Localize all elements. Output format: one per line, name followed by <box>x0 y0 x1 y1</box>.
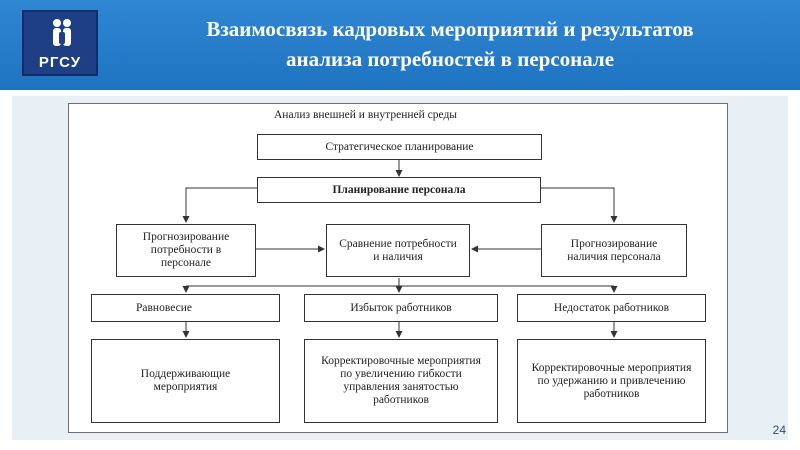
header-bar: РГСУ Взаимосвязь кадровых мероприятий и … <box>0 0 800 90</box>
slide-title: Взаимосвязь кадровых мероприятий и резул… <box>120 14 780 74</box>
arrow-planning-to-forecast-supply <box>541 187 618 223</box>
surplus-corrective-box: Корректировочные мероприятия по увеличен… <box>304 339 498 423</box>
arrow-planning-to-forecast-need <box>182 187 257 223</box>
forecast-supply-box: Прогнозирование наличия персонала <box>541 224 687 277</box>
title-line-2: анализа потребностей в персонале <box>285 47 615 71</box>
forecast-need-box: Прогнозирование потребности в персонале <box>116 224 256 277</box>
personnel-planning-box: Планирование персонала <box>257 177 541 203</box>
logo-text: РГСУ <box>38 54 82 71</box>
people-logo-icon <box>53 19 71 46</box>
connector-lines <box>182 160 618 338</box>
surplus-box: Избыток работников <box>304 294 498 322</box>
support-measures-box: Поддерживающие мероприятия <box>91 339 280 423</box>
rgsu-logo: РГСУ <box>22 10 98 76</box>
shortage-box: Недостаток работников <box>517 294 706 322</box>
comparison-box: Сравнение потребности и наличия <box>326 224 470 277</box>
page-number: 24 <box>772 423 786 437</box>
strategic-planning-box: Стратегическое планирование <box>257 134 542 160</box>
shortage-corrective-box: Корректировочные мероприятия по удержани… <box>517 339 706 423</box>
balance-box: Равновесие <box>91 294 280 322</box>
title-line-1: Взаимосвязь кадровых мероприятий и резул… <box>206 17 694 41</box>
environment-analysis-caption: Анализ внешней и внутренней среды <box>274 109 458 121</box>
flow-diagram: Анализ внешней и внутренней среды Страте… <box>68 103 728 433</box>
